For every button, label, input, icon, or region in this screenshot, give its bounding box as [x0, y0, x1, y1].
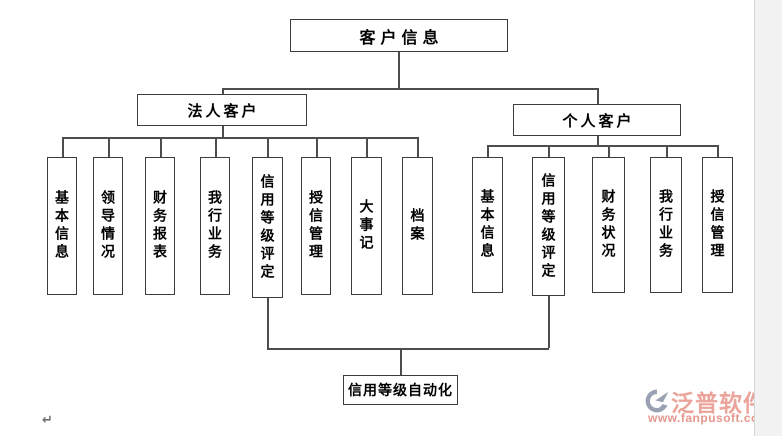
connector-stub — [417, 137, 419, 157]
watermark-url-text: www.fanpusoft.com — [648, 411, 771, 425]
page-margin-strip — [754, 0, 782, 436]
connector-personal-drop — [597, 136, 599, 145]
paragraph-mark: ↵ — [42, 412, 53, 427]
connector-personal-credit-drop — [548, 296, 550, 348]
watermark: 泛普软件 www.fanpusoft.com — [644, 384, 778, 428]
connector-root-drop — [398, 52, 400, 88]
node-customer-info: 客户信息 — [290, 19, 508, 52]
connector-stub — [267, 137, 269, 157]
connector-personal-rail — [487, 145, 718, 147]
node-personal-credit-management: 授信管理 — [702, 157, 733, 293]
node-personal-our-bank-business: 我行业务 — [650, 157, 682, 293]
connector-level1-rail — [222, 88, 599, 90]
node-personal-customer: 个人客户 — [513, 104, 681, 136]
connector-stub — [666, 145, 668, 157]
node-corporate-customer: 法人客户 — [137, 94, 307, 126]
connector-stub — [160, 137, 162, 157]
connector-stub — [608, 145, 610, 157]
node-corp-credit-management: 授信管理 — [301, 157, 331, 295]
node-corp-financial-reports: 财务报表 — [145, 157, 175, 295]
connector-stub — [717, 145, 719, 157]
connector-stub — [62, 137, 64, 157]
node-corp-our-bank-business: 我行业务 — [200, 157, 230, 295]
connector-merge-drop — [400, 348, 402, 375]
connector-stub — [487, 145, 489, 157]
connector-stub — [215, 137, 217, 157]
node-corp-leadership: 领导情况 — [93, 157, 123, 295]
connector-stub — [366, 137, 368, 157]
connector-to-personal — [597, 88, 599, 105]
connector-stub — [108, 137, 110, 157]
connector-stub — [316, 137, 318, 157]
node-credit-rating-automation: 信用等级自动化 — [343, 375, 458, 405]
connector-merge-rail — [267, 348, 549, 350]
connector-corp-credit-drop — [267, 298, 269, 348]
fanpu-logo-icon — [645, 389, 669, 413]
connector-corporate-rail — [62, 137, 418, 139]
watermark-brand-text: 泛普软件 — [671, 390, 767, 416]
connector-corporate-drop — [222, 126, 224, 137]
connector-to-corporate — [222, 88, 224, 95]
node-corp-basic-info: 基本信息 — [47, 157, 77, 295]
connector-stub — [548, 145, 550, 157]
node-personal-basic-info: 基本信息 — [472, 157, 503, 293]
node-personal-financial-status: 财务状况 — [592, 157, 625, 293]
node-corp-archives: 档案 — [402, 157, 433, 295]
node-corp-credit-rating: 信用等级评定 — [252, 157, 283, 298]
node-personal-credit-rating: 信用等级评定 — [532, 157, 565, 296]
node-corp-major-events: 大事记 — [351, 157, 382, 295]
